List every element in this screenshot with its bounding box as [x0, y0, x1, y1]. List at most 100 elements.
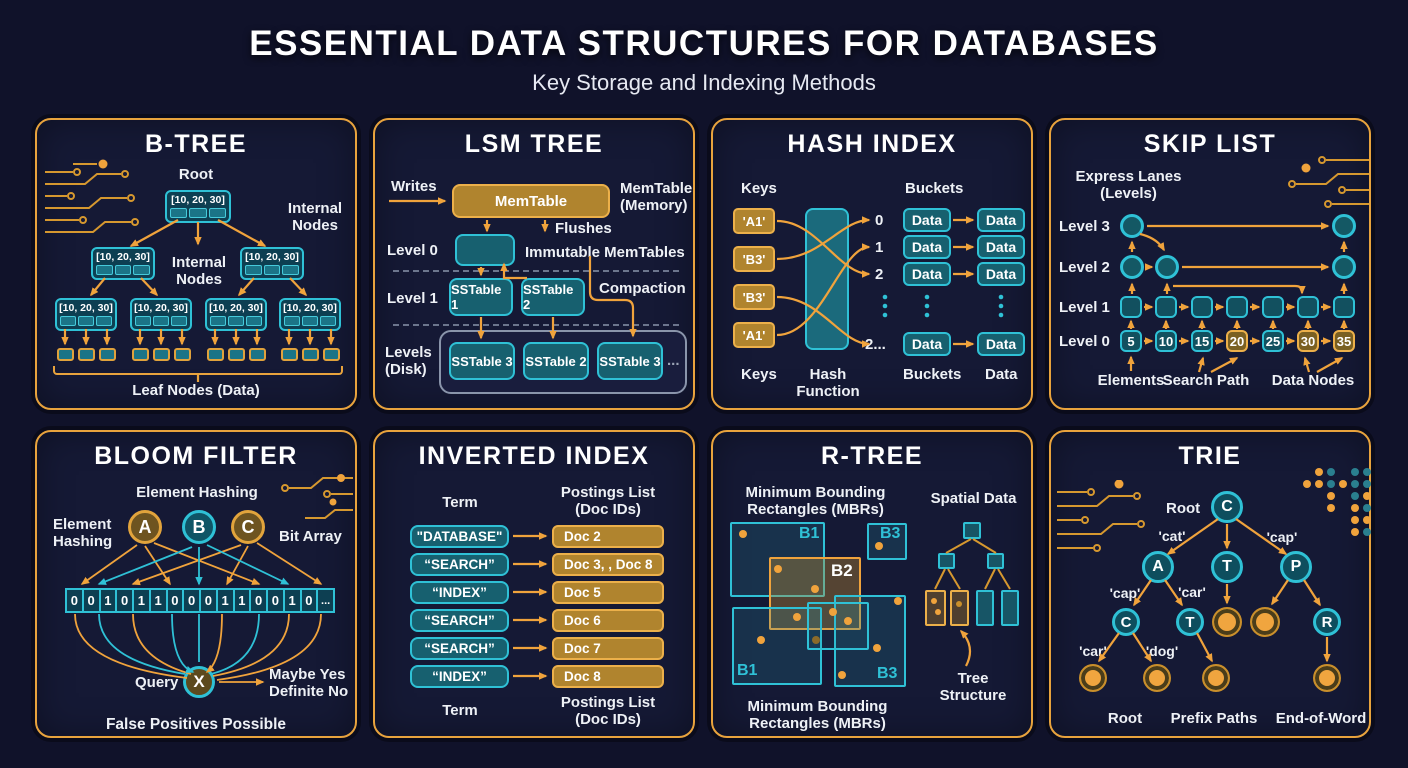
trie-arrows [1098, 518, 1331, 663]
lsm-ellipsis: ... [667, 352, 680, 369]
bloom-hashing-top-label: Element Hashing [136, 484, 258, 501]
lsm-memtable-box: MemTable [452, 184, 610, 218]
skip-node [1332, 214, 1356, 238]
bit: 1 [234, 588, 252, 613]
edge-label: 'car' [1079, 643, 1107, 659]
postings-box: Doc 5 [552, 581, 664, 604]
bit: 1 [100, 588, 118, 613]
skip-node [1120, 214, 1144, 238]
bucket-data-box: Data [903, 262, 951, 286]
panel-skiplist: SKIP LIST Express Lanes (Levels) Level 3… [1049, 118, 1371, 410]
lsm-disk-sstable: SSTable 3 [597, 342, 663, 380]
inverted-postings-bottom-label: Postings List (Doc IDs) [560, 694, 656, 729]
level-label: Level 1 [1059, 299, 1110, 316]
leaf-node [78, 348, 95, 361]
bucket-data-box: Data [903, 332, 951, 356]
bloom-element-b: B [182, 510, 216, 544]
term-box: “INDEX” [410, 581, 509, 604]
bit: 0 [83, 588, 101, 613]
page-title: ESSENTIAL DATA STRUCTURES FOR DATABASES [249, 24, 1159, 63]
leaf-node [132, 348, 149, 361]
hash-key: 'B3' [733, 284, 775, 310]
postings-box: Doc 7 [552, 637, 664, 660]
skip-lane-node [1191, 296, 1213, 318]
divider-dashed [393, 270, 679, 272]
rtree-leaf-highlighted [950, 590, 969, 626]
lsm-disk-sstable: SSTable 2 [523, 342, 589, 380]
bloom-element-c: C [231, 510, 265, 544]
bloom-title: BLOOM FILTER [94, 442, 298, 470]
skip-lane-node [1262, 296, 1284, 318]
skip-lane-node [1155, 296, 1177, 318]
panel-inverted: INVERTED INDEX Term Postings List (Doc I… [373, 430, 695, 738]
trie-node-p: P [1280, 551, 1312, 583]
node-cells [93, 264, 153, 278]
leaf-node [57, 348, 74, 361]
leaf-node [281, 348, 298, 361]
circuit-decoration [281, 474, 353, 519]
region-label: B1 [799, 525, 820, 542]
end-of-word-node [1079, 664, 1107, 692]
hash-key: 'B3' [733, 246, 775, 272]
term-box: “SEARCH” [410, 609, 509, 632]
btree-internal-label-right: Internal Nodes [287, 200, 343, 235]
panel-rtree: R-TREE Minimum Bounding Rectangles (MBRs… [711, 430, 1033, 738]
chain-data-box: Data [977, 208, 1025, 232]
node-keys: [10, 20, 30] [59, 302, 113, 314]
lsm-flushes-label: Flushes [555, 220, 612, 237]
dot-matrix-decoration [1303, 468, 1371, 536]
node-keys: [10, 20, 30] [245, 251, 299, 263]
bloom-query-label: Query [135, 674, 179, 691]
skiplist-data-nodes-label: Data Nodes [1271, 372, 1355, 389]
hash-function-box [805, 208, 849, 350]
skip-lane-node [1297, 296, 1319, 318]
term-box: “INDEX” [410, 665, 509, 688]
lsm-immutable-label: Immutable MemTables [525, 244, 685, 261]
leaf-node [99, 348, 116, 361]
trie-title: TRIE [1178, 442, 1242, 470]
panel-trie: TRIE Root C 'cat' 'cap' A T P 'cap' 'car… [1049, 430, 1371, 738]
leaf-node [302, 348, 319, 361]
inverted-postings-top-label: Postings List (Doc IDs) [560, 484, 656, 519]
edge-label: 'cap' [1109, 585, 1141, 601]
node-keys: [10, 20, 30] [171, 194, 225, 206]
hash-keys-bottom-label: Keys [741, 366, 777, 383]
trie-legend-eow: End-of-Word [1275, 710, 1367, 727]
mbr-inner [807, 602, 869, 650]
mbr-b3-top [867, 523, 907, 560]
end-of-word-node [1313, 664, 1341, 692]
trie-node-c: C [1211, 491, 1243, 523]
postings-box: Doc 8 [552, 665, 664, 688]
bloom-result-definite: Definite No [269, 683, 349, 700]
bucket-index: 2... [865, 336, 886, 353]
lsm-disk-sstable: SSTable 3 [449, 342, 515, 380]
rtree-title: R-TREE [820, 442, 924, 470]
trie-node-t: T [1211, 551, 1243, 583]
lsm-memtable-memory-label: MemTable (Memory) [620, 180, 693, 215]
rtree-node [963, 522, 981, 539]
node-cells [242, 264, 302, 278]
level-label: Level 2 [1059, 259, 1110, 276]
skip-node [1120, 255, 1144, 279]
region-label: B2 [831, 561, 853, 580]
btree-root-node: [10, 20, 30] [165, 190, 231, 223]
skip-element: 25 [1262, 330, 1284, 352]
rtree-leaf [1001, 590, 1019, 626]
panel-lsm: LSM TREE Writes MemTable MemTable (Memor… [373, 118, 695, 410]
bit: 0 [184, 588, 201, 613]
trie-node-t2: T [1176, 608, 1204, 636]
bit: 0 [167, 588, 185, 613]
skiplist-express-label: Express Lanes (Levels) [1075, 168, 1182, 203]
circuit-decoration [1288, 156, 1369, 208]
skiplist-title: SKIP LIST [1143, 130, 1277, 158]
leaf-bracket [53, 366, 343, 375]
bit: 1 [134, 588, 151, 613]
divider-dashed [393, 324, 679, 326]
leaf-node [207, 348, 224, 361]
postings-box: Doc 3, , Doc 8 [552, 553, 664, 576]
region-label: B3 [877, 665, 898, 682]
node-cells [167, 207, 229, 221]
panel-btree: B-TREE Root [10, 20, 30] Internal Nodes … [35, 118, 357, 410]
bloom-result-maybe: Maybe Yes [269, 666, 346, 683]
hash-key: 'A1' [733, 208, 775, 234]
